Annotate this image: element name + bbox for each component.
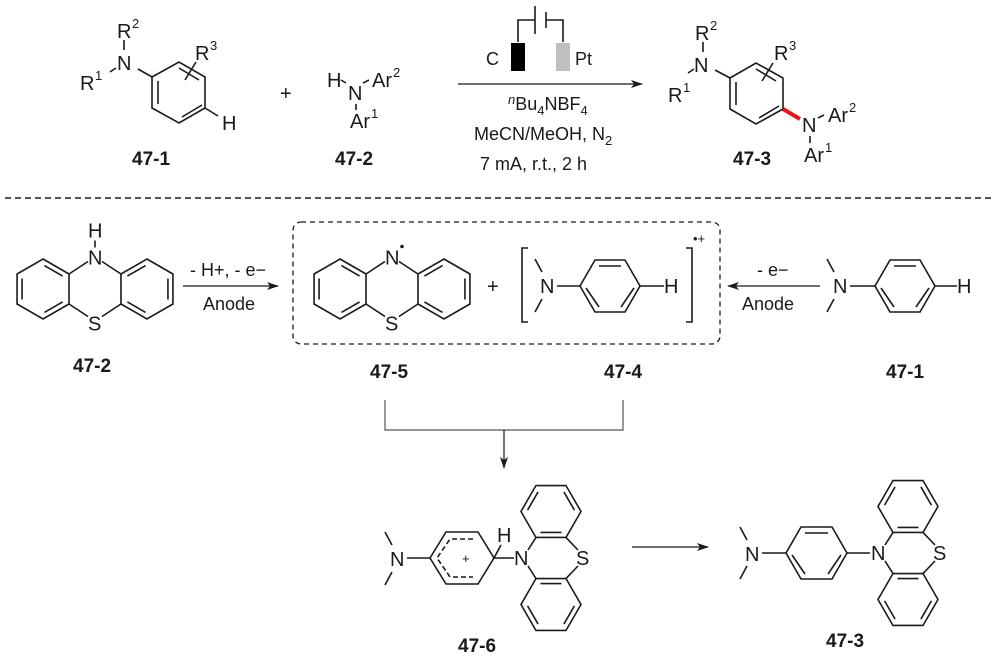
compound-label: 47-3	[733, 149, 771, 170]
step2-below: Anode	[742, 294, 794, 314]
carbon-anode-label: C	[486, 49, 499, 69]
cation-charge: +	[462, 551, 470, 566]
nitrogen-atom: N	[694, 55, 708, 77]
svg-text:3: 3	[789, 38, 796, 53]
right-bracket	[686, 247, 693, 323]
hydrogen-atom: H	[88, 221, 102, 243]
r3-group: R	[195, 43, 209, 65]
svg-text:2: 2	[849, 100, 856, 115]
ar1-group: Ar	[350, 111, 370, 133]
dimethylaniline-47-1: N H	[826, 258, 971, 313]
r3-group: R	[774, 43, 788, 65]
step1-below: Anode	[203, 294, 255, 314]
svg-text:2: 2	[393, 65, 400, 80]
nitrogen-atom: N	[833, 276, 847, 298]
r1-group: R	[80, 73, 94, 95]
nitrogen-atom: N	[348, 83, 362, 105]
hydrogen-atom: H	[664, 276, 678, 298]
left-bracket	[521, 247, 528, 323]
ar2-group: Ar	[828, 105, 848, 127]
ar1-group: Ar	[804, 145, 824, 167]
svg-text:1: 1	[95, 68, 102, 83]
sulfur-atom: S	[576, 548, 589, 570]
r2-group: R	[695, 23, 709, 45]
plus-sign: +	[280, 83, 292, 105]
hydrogen-atom: H	[327, 70, 341, 92]
radical-cation-47-4: •+ N H	[521, 231, 705, 323]
sulfur-atom: S	[933, 543, 946, 565]
nitrogen-atom: N	[514, 548, 528, 570]
step2-above: - e−	[757, 260, 789, 280]
svg-text:2: 2	[132, 16, 139, 31]
svg-text:1: 1	[683, 80, 690, 95]
compound-label: 47-2	[335, 149, 373, 170]
intermediates-box	[292, 221, 721, 345]
conditions-text: 7 mA, r.t., 2 h	[480, 154, 587, 174]
radical-cation-charge: •+	[693, 231, 705, 246]
nitrogen-atom: N	[117, 53, 131, 75]
platinum-cathode-label: Pt	[575, 49, 592, 69]
plus-sign: +	[487, 276, 499, 298]
compound-label: 47-6	[458, 636, 496, 657]
nitrogen-atom: N	[88, 248, 102, 270]
compound-label: 47-5	[370, 362, 408, 383]
compound-label: 47-1	[132, 149, 170, 170]
nitrogen-atom: N	[802, 115, 816, 137]
nitrogen-atom: N	[745, 544, 759, 566]
compound-label: 47-3	[826, 631, 864, 652]
ar2-group: Ar	[372, 70, 392, 92]
electrode-cell-icon: C Pt	[486, 6, 592, 71]
r2-group: R	[117, 21, 131, 43]
compound-label: 47-2	[73, 356, 111, 377]
hydrogen-atom: H	[222, 113, 236, 135]
nitrogen-atom: N	[385, 248, 399, 270]
svg-text:3: 3	[210, 38, 217, 53]
phenothiazinyl-radical-47-5: NS	[313, 244, 471, 336]
electrolyte-text: nBu4NBF4	[508, 92, 588, 118]
hydrogen-atom: H	[497, 525, 511, 547]
sulfur-atom: S	[88, 314, 101, 336]
radical-dot	[400, 244, 404, 249]
step1-above: - H+, - e−	[190, 260, 266, 280]
r1-group: R	[668, 85, 682, 107]
compound-label: 47-1	[886, 362, 924, 383]
sulfur-atom: S	[385, 314, 398, 336]
svg-text:2: 2	[710, 18, 717, 33]
compound-label: 47-4	[604, 362, 642, 383]
hydrogen-atom: H	[957, 276, 971, 298]
nitrogen-atom: N	[871, 543, 885, 565]
phenothiazine-47-2: N S H	[16, 221, 174, 336]
nitrogen-atom: N	[390, 549, 404, 571]
svg-text:1: 1	[371, 106, 378, 121]
svg-text:1: 1	[825, 140, 832, 155]
nitrogen-atom: N	[540, 276, 554, 298]
